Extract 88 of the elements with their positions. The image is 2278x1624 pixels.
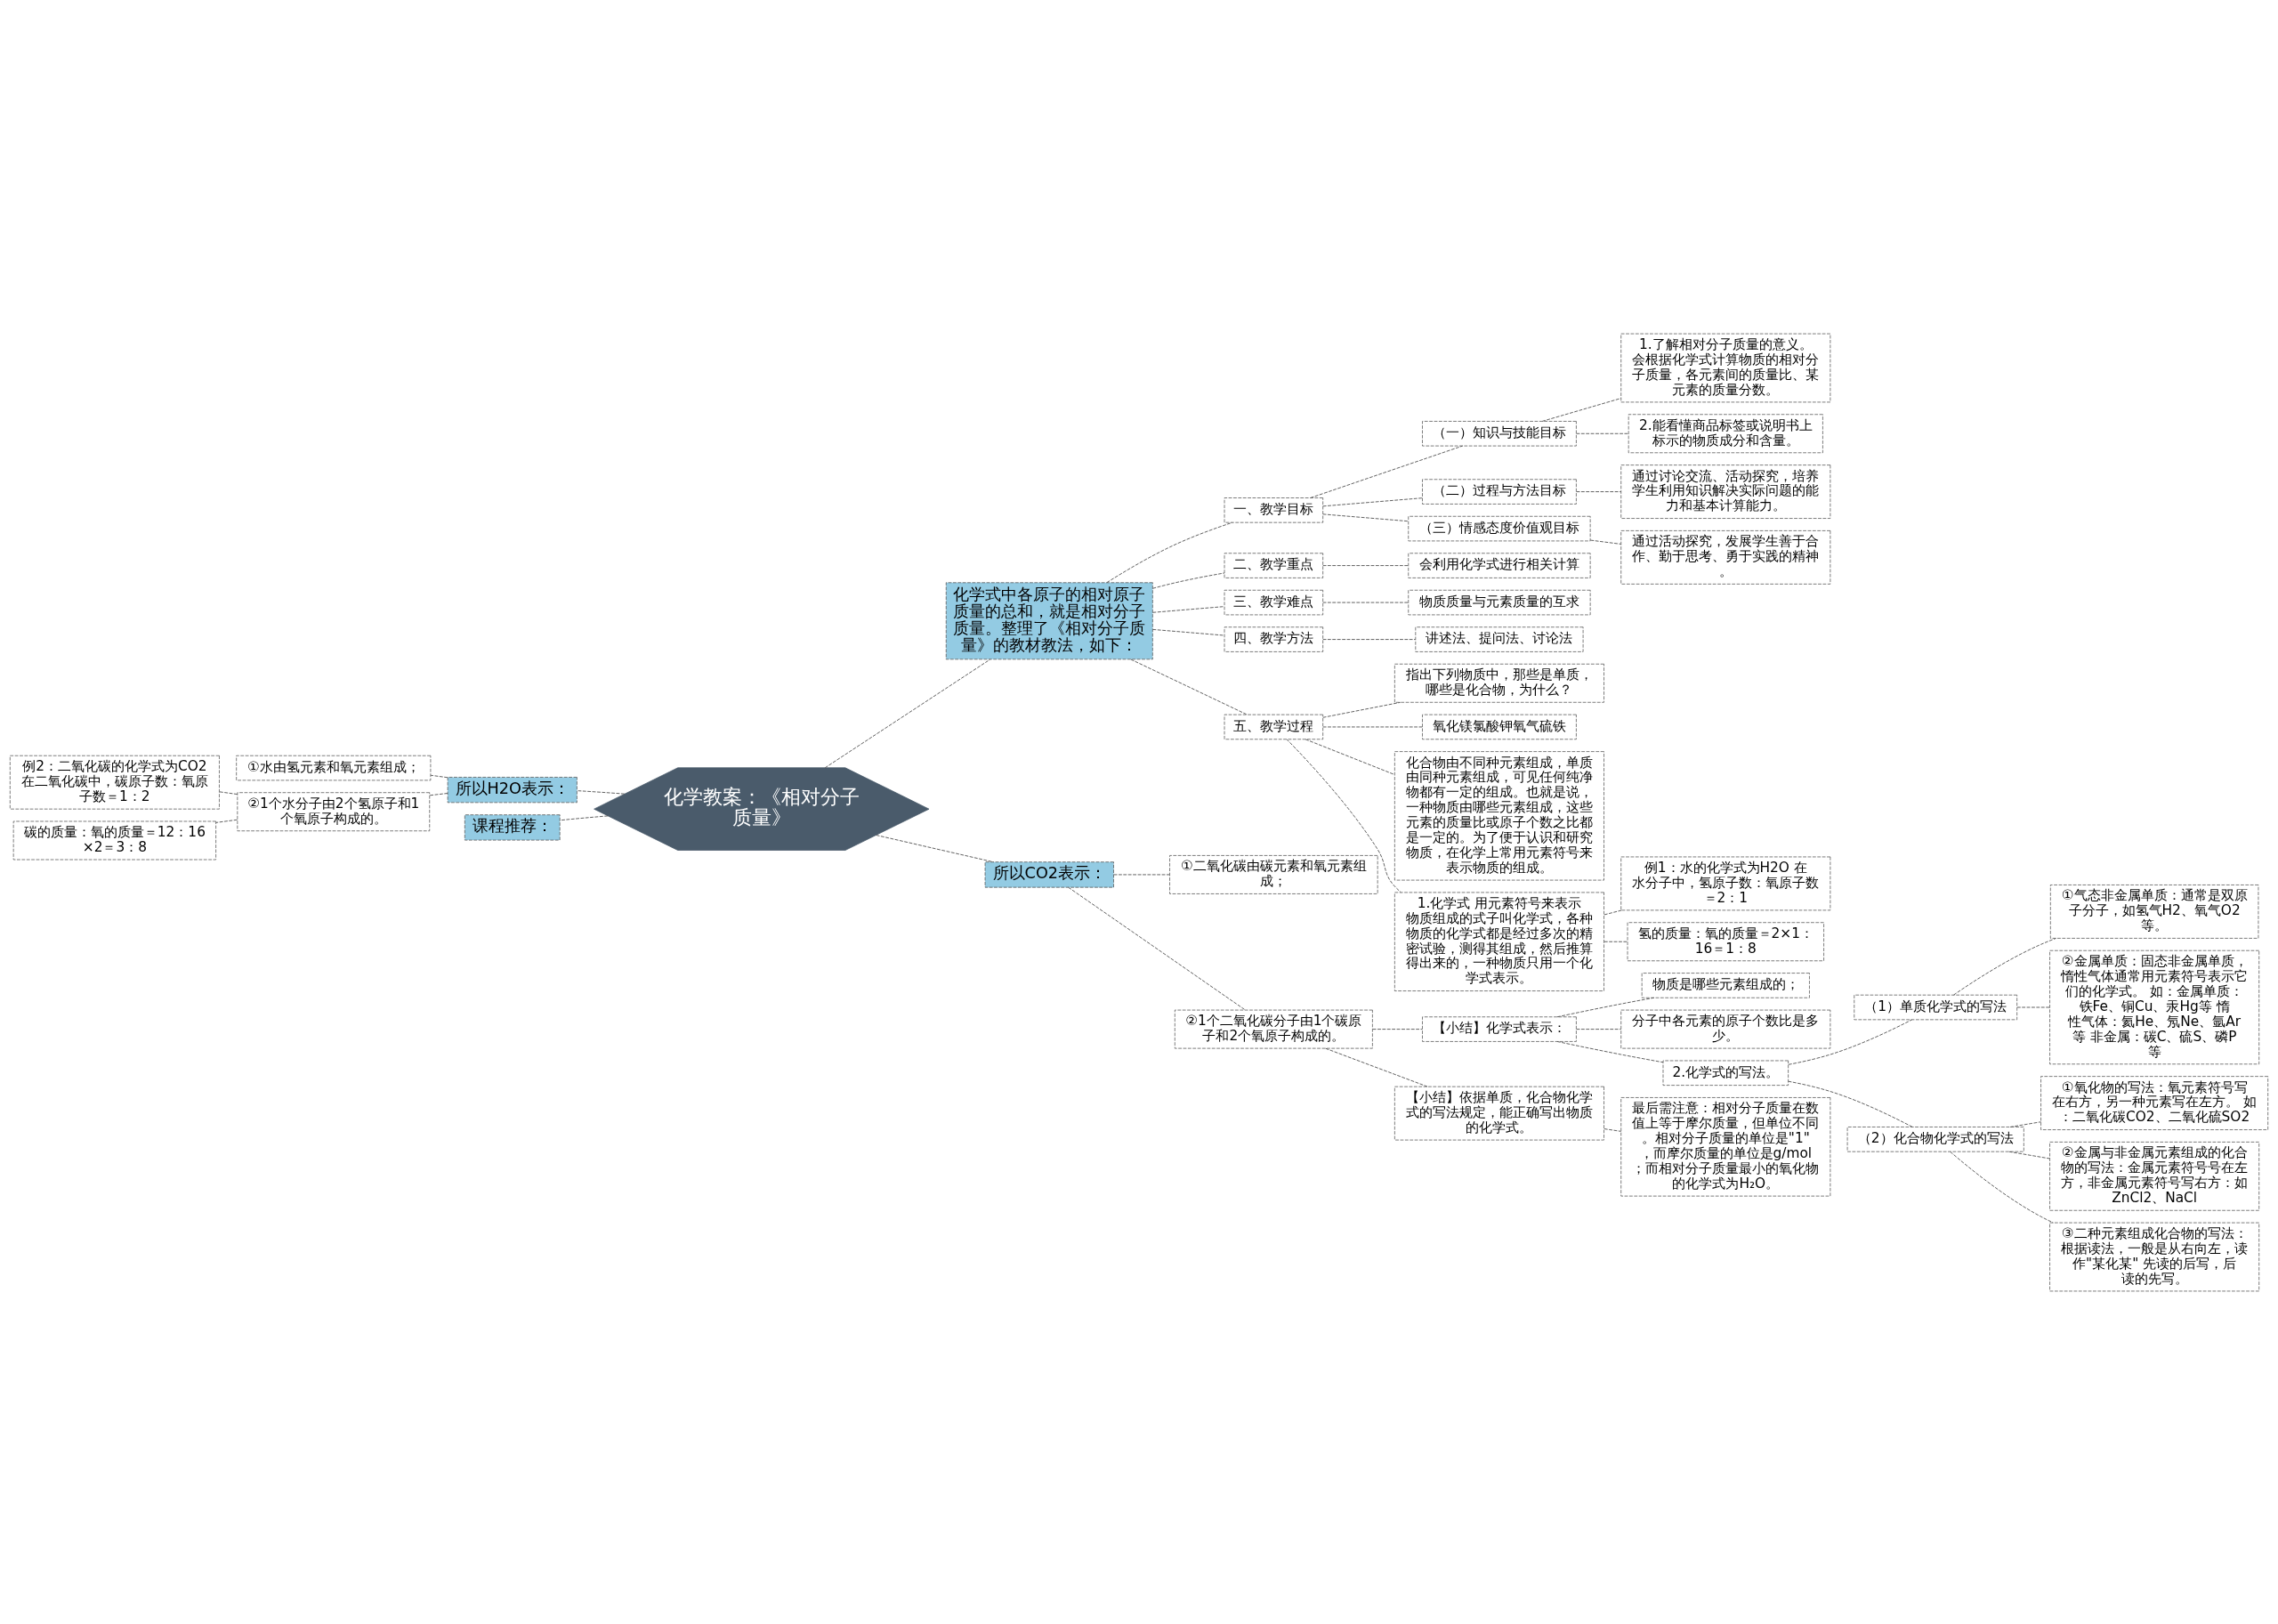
connector [1322,602,1410,603]
node-box: 2.化学式的写法。 [1662,1060,1789,1086]
connector [1322,701,1402,718]
node-box: 指出下列物质中，那些是单质，哪些是化合物，为什么？ [1394,663,1604,703]
connector [876,834,994,862]
node-box: 化合物由不同种元素组成，单质由同种元素组成，可见任何纯净物都有一定的组成。也就是说，一种物质由哪些元素组成，这些元素的质量比或原子个数之比都是一定的。为了便于认识和研究物质，在化学上常用元素符号来表示物质的组成。 [1394,750,1604,880]
node-box: 通过活动探究，发展学生善于合作、勤于思考、勇于实践的精神。 [1620,529,1831,585]
node-box: 三、教学难点 [1224,589,1324,615]
node-box: （2）化合物化学式的写法 [1846,1126,2024,1152]
connector [1788,1019,1913,1065]
connector [824,658,991,768]
connector [430,774,448,778]
connector [1325,1047,1428,1087]
node-box: 一、教学目标 [1224,497,1324,523]
connector [1603,941,1628,942]
node-box: 【小结】依据单质，化合物化学式的写法规定，能正确写出物质的化学式。 [1394,1086,1604,1140]
node-box: ②金属与非金属元素组成的化合物的写法：金属元素符号号在左方，非金属元素符号写右方：如ZnCl2、NaCl [2049,1141,2260,1211]
node-box: 所以CO2表示： [984,860,1114,888]
node-box: 分子中各元素的原子个数比是多少。 [1620,1009,1831,1048]
node-box: ③二种元素组成化合物的写法：根据读法，一般是从右向左，读作"某化某" 先读的后写，后读的先写。 [2049,1222,2260,1291]
connector [1322,497,1423,506]
connector [215,819,238,823]
connector [1372,1028,1423,1030]
connector [1305,738,1395,775]
connector [1151,605,1225,613]
connector [1541,397,1622,422]
node-box: ①二氧化碳由碳元素和氧元素组成； [1169,854,1378,894]
connector [2009,1120,2041,1127]
node-box: ①气态非金属单质：通常是双原子分子，如氢气H2、氧气O2等。 [2049,884,2259,939]
node-box: 化学式中各原子的相对原子质量的总和，就是相对分子质量。整理了《相对分子质量》的教材教法，如下： [945,581,1153,659]
node-box: 通过讨论交流、活动探究，培养学生利用知识解决实际问题的能力和基本计算能力。 [1620,464,1831,519]
connector [1130,658,1248,715]
connector [1113,873,1170,875]
connector [1576,1028,1622,1030]
node-box: 五、教学过程 [1224,714,1324,739]
connector [2008,1151,2050,1159]
node-box: 例2：二氧化碳的化学式为CO2在二氧化碳中，碳原子数：氧原子数＝1：2 [9,755,220,810]
connector [1556,997,1655,1017]
node-box: 例1：水的化学式为H2O 在水分子中，氢原子数：氧原子数＝2：1 [1620,856,1831,910]
connector [1322,564,1410,566]
connector [1322,638,1417,640]
node-box: 1.了解相对分子质量的意义。会根据化学式计算物质的相对分子质量，各元素间的质量比、某元素的质量分数。 [1620,333,1831,402]
connector [1576,432,1629,434]
connector [1310,445,1464,498]
connector [559,814,609,820]
node-box: （1）单质化学式的写法 [1854,994,2018,1020]
node-box: ②1个水分子由2个氢原子和1个氧原子构成的。 [237,791,431,831]
node-box: 会利用化学式进行相关计算 [1408,552,1591,578]
node-box: （一）知识与技能目标 [1422,420,1577,446]
connector [1603,1127,1622,1132]
node-box: ①氧化物的写法：氧元素符号写在右方，另一种元素写在左方。 如：二氧化碳CO2、二氧化硫SO2 [2040,1075,2269,1130]
connector [1603,909,1622,915]
node-box: 2.能看懂商品标签或说明书上标示的物质成分和含量。 [1628,413,1823,453]
connector [577,789,626,795]
connector [1556,1040,1664,1062]
node-box: 课程推荐： [464,813,561,840]
connector [1576,490,1622,492]
connector [1068,886,1246,1010]
connector [1322,726,1423,727]
node-box: ②1个二氧化碳分子由1个碳原子和2个氧原子构成的。 [1174,1009,1373,1048]
connector [1788,1080,1913,1127]
connector [2016,1006,2050,1007]
connector [219,790,238,795]
node-box: 物质质量与元素质量的互求 [1408,589,1591,615]
node-box: （三）情感态度价值观目标 [1408,515,1591,541]
node-box: 1.化学式 用元素符号来表示物质组成的式子叫化学式，各种物质的化学式都是经过多次的精密试验，测得其组成，然后推算得出来的，一种物质只用一个化学式表示。 [1394,892,1604,991]
connector [1286,738,1402,893]
connector [1151,628,1225,635]
node-box: （二）过程与方法目标 [1422,478,1577,505]
node-box: ①水由氢元素和氧元素组成； [236,755,432,780]
node-box: 所以H2O表示： [447,776,578,803]
node-box: 最后需注意：相对分子质量在数值上等于摩尔质量，但单位不同。相对分子质量的单位是"1"，而摩尔质量的单位是g/mol；而相对分子质量最小的氧化物的化学式为H₂O。 [1620,1096,1831,1196]
node-box: 氧化镁氯酸钾氧气硫铁 [1422,714,1577,739]
node-box: 物质是哪些元素组成的； [1641,972,1810,998]
connector [1106,521,1233,583]
node-box: 【小结】化学式表示： [1422,1015,1577,1042]
connector [429,792,448,796]
node-box: 讲述法、提问法、讨论法 [1415,626,1584,652]
node-box: 二、教学重点 [1224,552,1324,578]
node-box: 碳的质量：氧的质量＝12：16×2＝3：8 [12,820,216,860]
node-box: 四、教学方法 [1224,626,1324,652]
node-box: 氢的质量：氧的质量＝2×1：16＝1：8 [1627,921,1824,961]
connector [1950,1151,2054,1223]
connector [1953,937,2056,996]
node-box: ②金属单质：固态非金属单质，惰性气体通常用元素符号表示它们的化学式。 如：金属单质：铁Fe、铜Cu、汞Hg等 惰性气体：氦He、氖Ne、氩Ar等 非金属：碳C、硫S、磷P等 [2049,949,2260,1064]
connector [1590,539,1622,545]
connector [1151,571,1225,589]
connector [1322,513,1410,521]
